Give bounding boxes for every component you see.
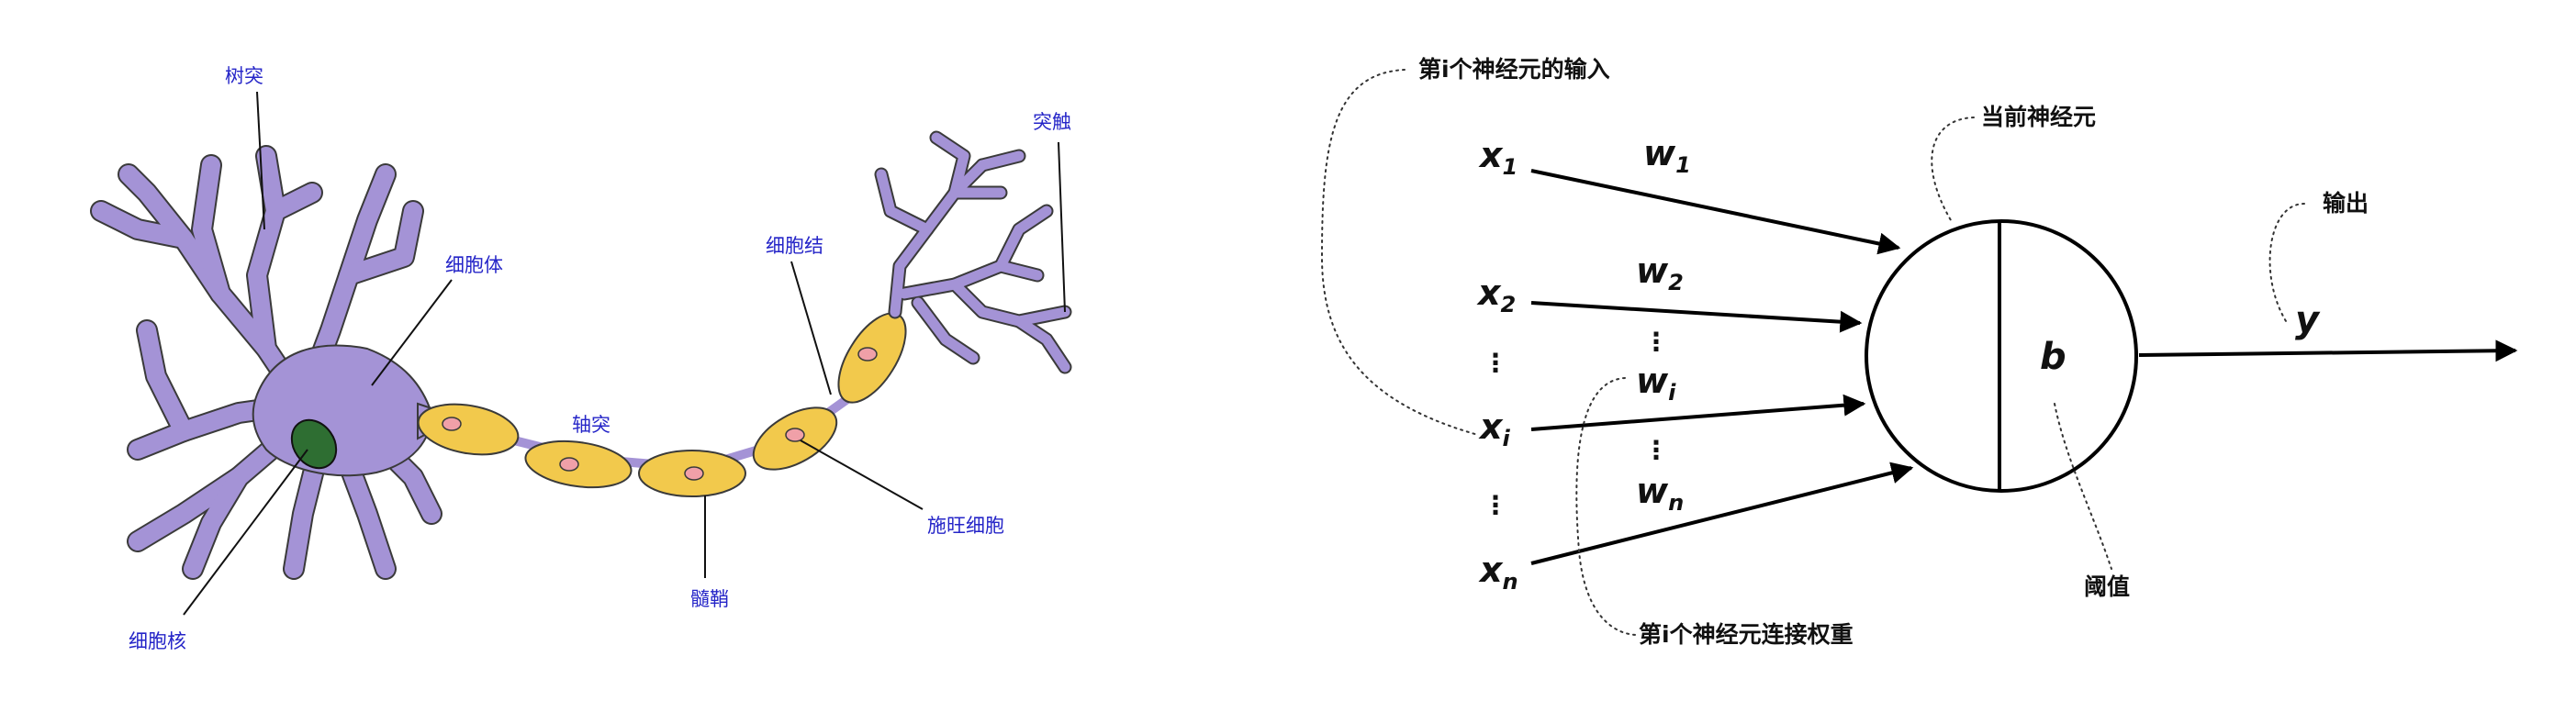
current-neuron-annotation-curve bbox=[1931, 117, 1975, 221]
weight-wi: wi bbox=[1636, 361, 1676, 406]
dendrite-leader bbox=[256, 91, 265, 230]
label-schwann: 施旺细胞 bbox=[927, 515, 1004, 537]
node-leader bbox=[790, 261, 832, 395]
axon-terminals bbox=[874, 130, 1072, 374]
cell-body bbox=[252, 344, 433, 477]
label-nucleus: 细胞核 bbox=[129, 630, 186, 652]
input-x2: x2 bbox=[1476, 273, 1516, 317]
label-axon: 轴突 bbox=[572, 414, 610, 436]
input-arrow-1 bbox=[1530, 169, 1901, 255]
input-arrow-i bbox=[1530, 394, 1866, 431]
input-ellipsis-1: ⋮ bbox=[1483, 348, 1508, 378]
annotation-threshold: 阈值 bbox=[2084, 573, 2130, 600]
myelin-segment bbox=[417, 403, 520, 456]
perceptron-illustration: b x1 x2 xi xn ⋮ ⋮ w1 w2 wi wn ⋮ ⋮ y 第i个神 bbox=[1320, 56, 2518, 648]
schwann-nucleus bbox=[684, 466, 704, 481]
neuron-illustration: 树突 细胞体 细胞核 轴突 髓鞘 细胞结 施旺细胞 突触 bbox=[90, 65, 1072, 652]
weight-w2: w2 bbox=[1636, 250, 1684, 295]
label-dendrite: 树突 bbox=[225, 65, 263, 87]
schwann-nucleus bbox=[442, 417, 462, 431]
nucleus-leader bbox=[183, 449, 308, 616]
weight-w1: w1 bbox=[1643, 133, 1691, 178]
synapse-leader bbox=[1058, 141, 1066, 313]
label-myelin: 髓鞘 bbox=[690, 588, 729, 610]
schwann-nucleus bbox=[559, 457, 579, 472]
threshold-annotation-curve bbox=[2054, 403, 2112, 570]
cell-body-leader bbox=[371, 279, 453, 386]
output-annotation-curve bbox=[2268, 203, 2305, 322]
annotation-connection-weight: 第i个神经元连接权重 bbox=[1639, 621, 1854, 648]
weight-annotation-bracket bbox=[1575, 377, 1637, 636]
input-ellipsis-2: ⋮ bbox=[1483, 490, 1508, 520]
schwann-nucleus bbox=[857, 347, 878, 362]
input-xn: xn bbox=[1478, 550, 1518, 595]
input-arrow-2 bbox=[1530, 301, 1863, 333]
input-x1: x1 bbox=[1478, 135, 1518, 180]
input-annotation-bracket bbox=[1320, 69, 1479, 436]
label-cell-body: 细胞体 bbox=[445, 254, 503, 276]
annotation-output: 输出 bbox=[2323, 190, 2369, 217]
schwann-leader bbox=[800, 439, 924, 510]
label-synapse: 突触 bbox=[1033, 111, 1071, 133]
input-arrow-n bbox=[1530, 462, 1914, 565]
label-node: 细胞结 bbox=[766, 235, 823, 257]
annotation-current-neuron: 当前神经元 bbox=[1981, 104, 2096, 130]
output-symbol: y bbox=[2295, 299, 2321, 341]
weight-ellipsis-2: ⋮ bbox=[1643, 435, 1669, 465]
schwann-nucleus bbox=[785, 428, 805, 442]
weight-wn: wn bbox=[1636, 471, 1684, 516]
input-xi: xi bbox=[1478, 406, 1511, 451]
output-arrow bbox=[2138, 339, 2518, 362]
annotation-input: 第i个神经元的输入 bbox=[1418, 56, 1610, 83]
weight-ellipsis-1: ⋮ bbox=[1643, 327, 1669, 357]
myelin-segments bbox=[417, 312, 907, 497]
bias-symbol: b bbox=[2040, 336, 2066, 378]
